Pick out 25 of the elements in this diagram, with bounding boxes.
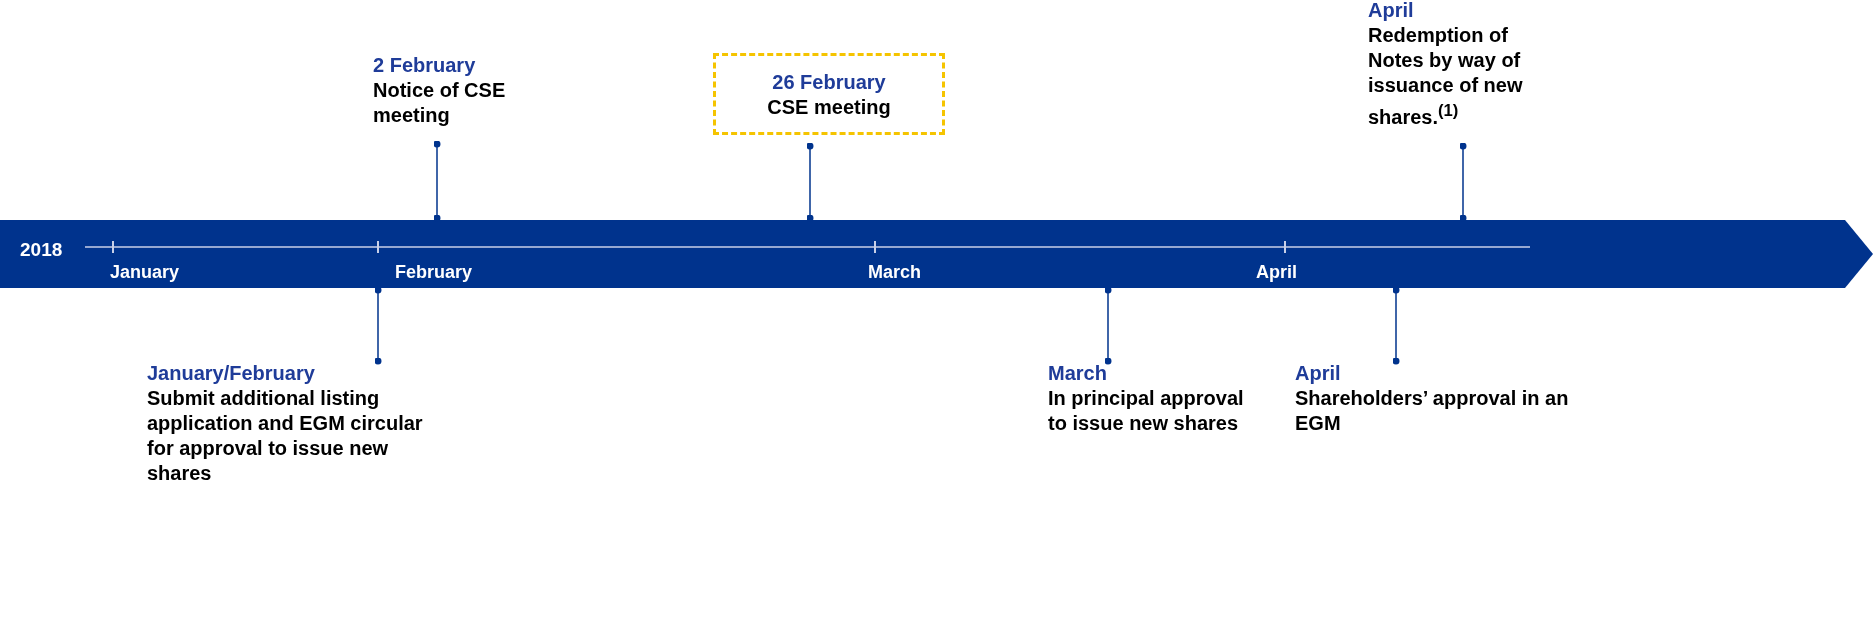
event-date: January/February [147, 361, 316, 386]
leader-line [433, 140, 441, 222]
year-label: 2018 [20, 239, 63, 261]
event-description: Notice of CSE meeting [373, 78, 507, 128]
leader-line [374, 286, 382, 365]
event-date: March [1048, 361, 1108, 386]
month-label: March [868, 262, 921, 283]
event-description: Shareholders’ approval in an EGM [1295, 386, 1570, 436]
event-date: April [1368, 0, 1415, 24]
event-description: Redemption of Notes by way of issuance of new shares.$^{(1)}$ [1368, 23, 1524, 130]
leader-line [806, 142, 814, 222]
event-description: Submit additional listing application and EGM circular for approval to issue new shares [147, 386, 424, 486]
event-date: 26 February [771, 70, 887, 95]
leader-line [1392, 286, 1400, 365]
event-description: In principal approval to issue new shares [1048, 386, 1245, 436]
month-label: January [110, 262, 180, 283]
event-description: CSE meeting [766, 95, 892, 120]
leader-line [1104, 286, 1112, 365]
leader-line [1459, 142, 1467, 222]
month-label: February [395, 262, 473, 283]
event-box [713, 53, 945, 135]
timeline-band [0, 218, 1873, 290]
event-date: April [1295, 361, 1342, 386]
event-date: 2 February [373, 53, 477, 78]
month-label: April [1256, 262, 1297, 283]
